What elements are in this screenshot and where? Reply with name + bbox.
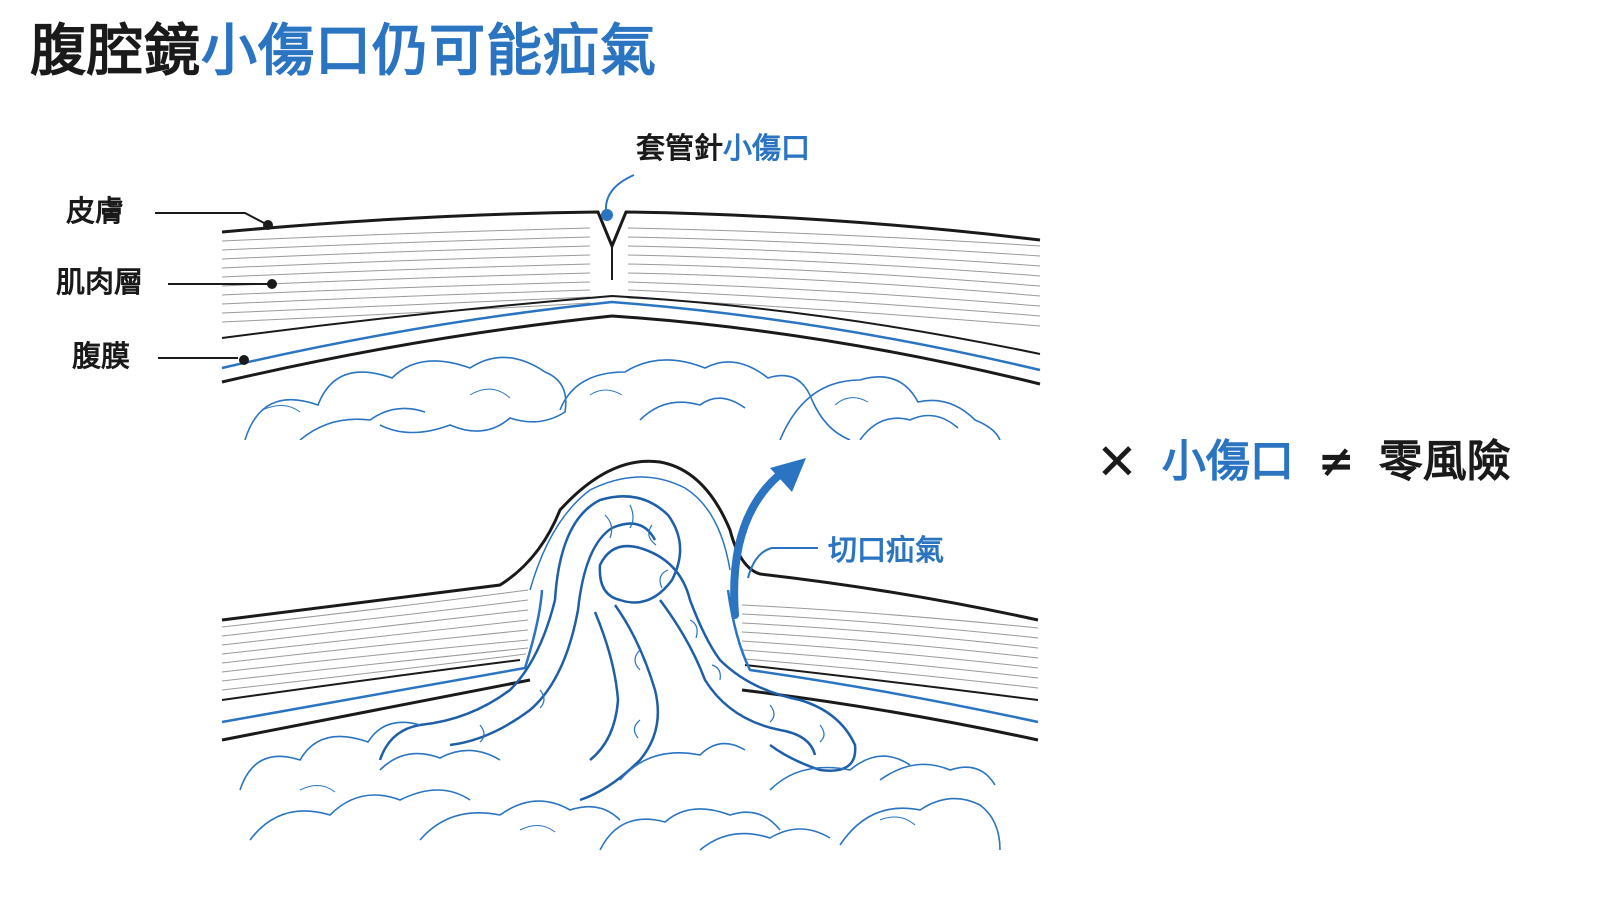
- muscle-bottom-line-top: [221, 294, 1041, 355]
- label-trocar-prefix: 套管針: [636, 131, 724, 165]
- peritoneum-right: [726, 589, 1039, 724]
- inner-boundary-top: [221, 314, 1041, 386]
- label-skin: 皮膚: [66, 194, 125, 228]
- leader-lines-top: [155, 212, 277, 365]
- label-trocar: 套管針小傷口: [636, 134, 810, 163]
- muscle-fibers-bottom-left: [221, 589, 529, 691]
- herniated-abdominal-wall: [221, 459, 1039, 851]
- label-muscle: 肌肉層: [56, 265, 144, 299]
- statement-small-wound: 小傷口: [1161, 435, 1294, 487]
- peritoneum-left: [221, 589, 544, 724]
- arrow-head-icon: [770, 458, 806, 492]
- inner-boundary-left: [221, 678, 531, 742]
- cross-icon: ✕: [1096, 433, 1138, 491]
- title-part-1: 腹腔鏡: [30, 19, 201, 84]
- muscle-fibers-bottom-right: [741, 604, 1039, 689]
- risk-statement: ✕ 小傷口 ≠ 零風險: [1096, 432, 1511, 492]
- intestines-bottom: [239, 721, 1001, 851]
- muscle-fibers-right: [627, 227, 1041, 327]
- skin-line-bottom: [221, 459, 1039, 622]
- hernia-leader: [747, 547, 818, 579]
- title-part-2: 小傷口仍可能疝氣: [201, 19, 657, 84]
- intestines-top: [244, 356, 1001, 440]
- skin-line-top: [221, 210, 1041, 250]
- trocar-pointer: [601, 174, 635, 221]
- bowel-folds: [479, 504, 825, 743]
- muscle-fibers-left: [221, 227, 591, 323]
- label-trocar-highlight: 小傷口: [723, 131, 811, 165]
- statement-zero-risk: 零風險: [1378, 435, 1511, 487]
- herniated-bowel: [378, 495, 857, 802]
- hernia-sac-outer: [529, 476, 731, 591]
- muscle-bottom-right: [744, 664, 1039, 701]
- label-hernia: 切口疝氣: [828, 533, 945, 567]
- hernia-arrow: [730, 458, 806, 619]
- label-peritoneum: 腹膜: [72, 339, 131, 373]
- muscle-bottom-left: [221, 659, 521, 701]
- page-title: 腹腔鏡小傷口仍可能疝氣: [30, 18, 657, 85]
- normal-abdominal-wall: [221, 210, 1041, 440]
- not-equal-icon: ≠: [1317, 435, 1355, 487]
- peritoneum-line-top: [221, 300, 1041, 372]
